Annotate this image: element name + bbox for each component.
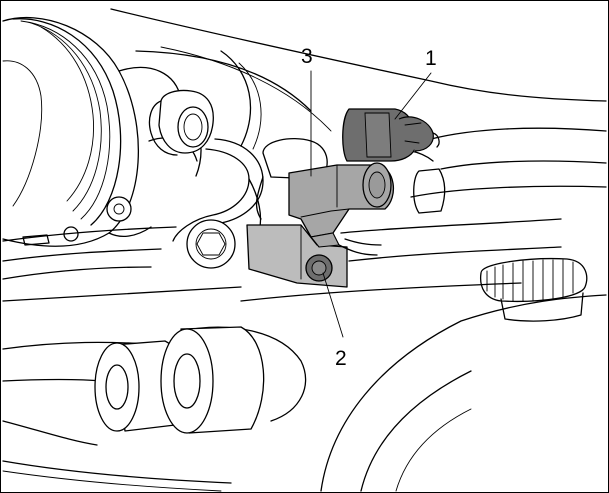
bracket-bolt	[305, 254, 333, 282]
solenoid-valve	[288, 162, 395, 248]
left-flange	[2, 226, 242, 302]
bushing-right	[160, 326, 265, 434]
filler-cap	[479, 257, 588, 322]
leader-line-1	[394, 72, 432, 120]
callout-3: 3	[301, 45, 313, 68]
leader-lines	[310, 70, 432, 338]
boss-upper	[148, 89, 214, 156]
callout-2: 2	[335, 347, 347, 370]
boss-left	[186, 219, 236, 269]
right-lower-casting	[240, 282, 607, 492]
leader-line-2	[322, 272, 344, 338]
right-hoses	[340, 127, 607, 262]
pulley-housing	[2, 17, 182, 247]
connector	[342, 108, 440, 162]
bolt-left	[63, 196, 132, 242]
valve-hose	[255, 176, 382, 256]
callout-1: 1	[425, 47, 437, 70]
